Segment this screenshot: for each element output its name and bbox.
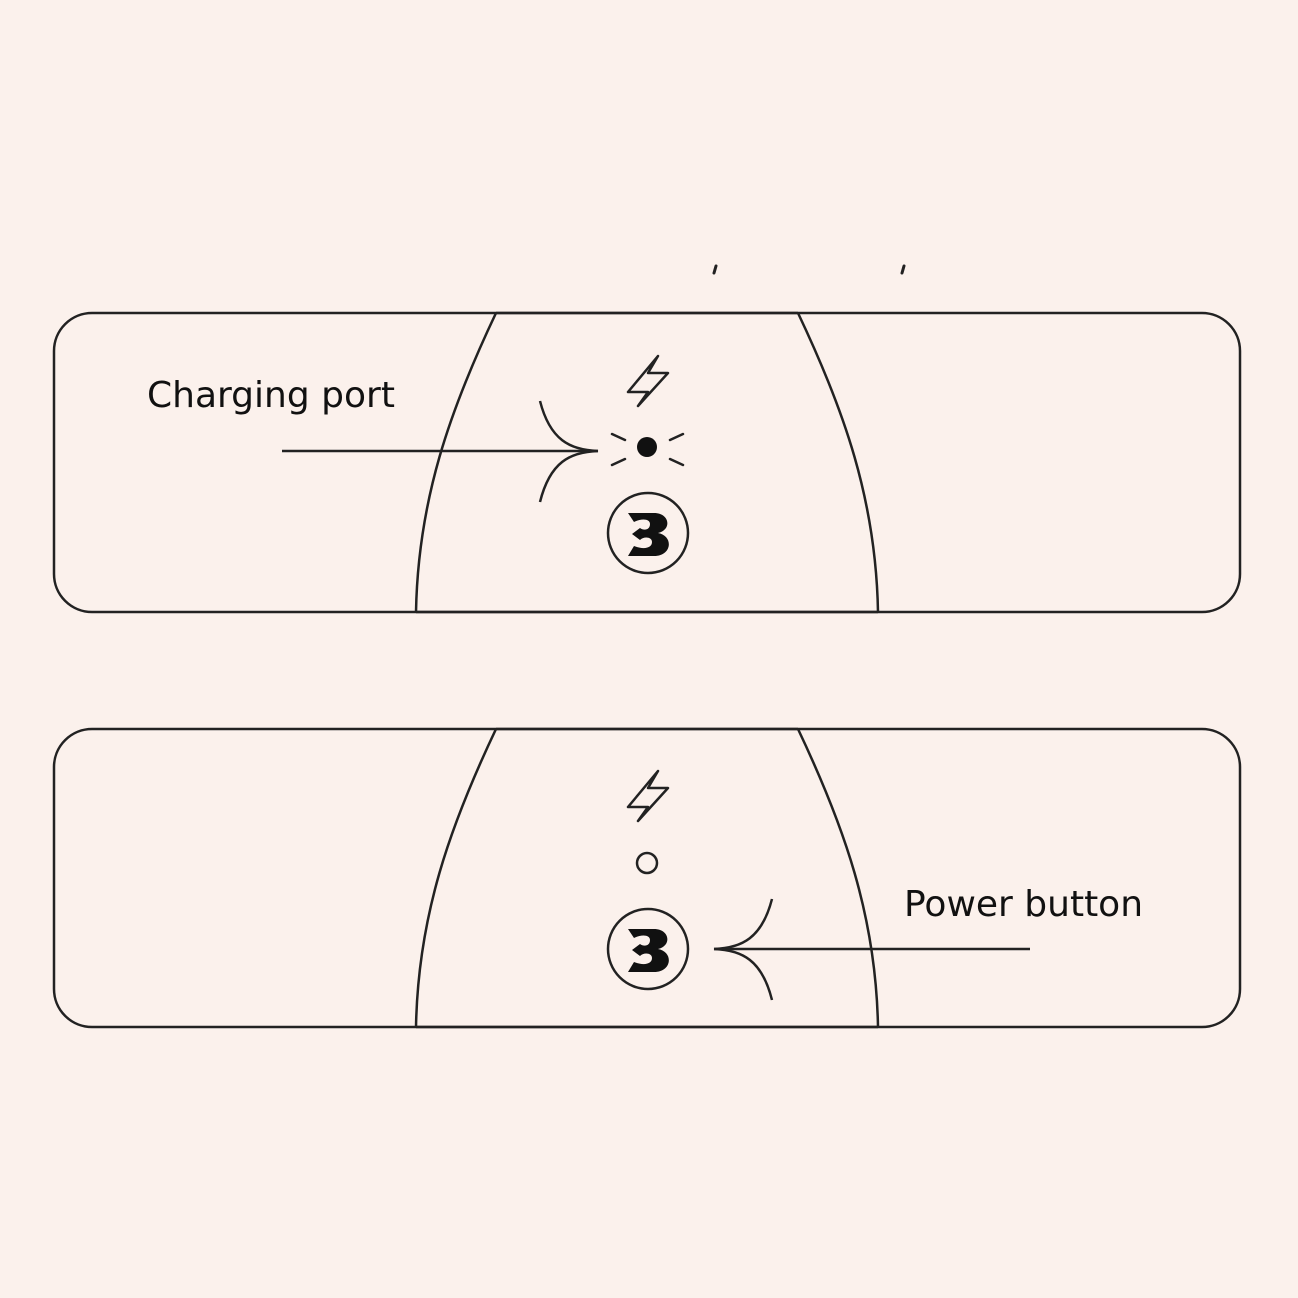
panel-power-button bbox=[52, 727, 1242, 1029]
device-body-outline bbox=[52, 727, 1242, 1029]
ray bbox=[610, 457, 627, 467]
logo-mark bbox=[628, 513, 669, 556]
panel-charging-port bbox=[52, 311, 1242, 614]
b-logo-icon bbox=[606, 907, 690, 991]
ray bbox=[668, 432, 685, 442]
logo-ring bbox=[606, 907, 690, 991]
center-panel-left-edge bbox=[414, 312, 498, 613]
power-arrow-head bbox=[713, 898, 774, 1001]
center-panel-left-edge bbox=[414, 728, 498, 1028]
logo-ring bbox=[606, 491, 690, 575]
lightning-bolt-icon bbox=[626, 769, 670, 823]
tick-mark bbox=[712, 264, 718, 275]
tick-mark bbox=[900, 264, 906, 275]
top-tick-marks bbox=[712, 264, 906, 275]
center-panel-right-edge bbox=[796, 728, 880, 1028]
center-panel-right-edge bbox=[796, 312, 880, 613]
indicator-rays bbox=[610, 432, 685, 467]
charging-port-label: Charging port bbox=[147, 375, 395, 416]
logo-mark bbox=[628, 929, 669, 972]
lightning-bolt-icon bbox=[626, 354, 670, 408]
charging-arrow-head bbox=[538, 400, 599, 503]
ray bbox=[610, 432, 627, 442]
indicator-light-off-icon bbox=[635, 851, 659, 875]
device-body-outline bbox=[52, 311, 1242, 614]
b-logo-icon bbox=[606, 491, 690, 575]
indicator-light-on-icon bbox=[637, 437, 657, 457]
ray bbox=[668, 457, 685, 467]
power-button-label: Power button bbox=[904, 884, 1144, 925]
